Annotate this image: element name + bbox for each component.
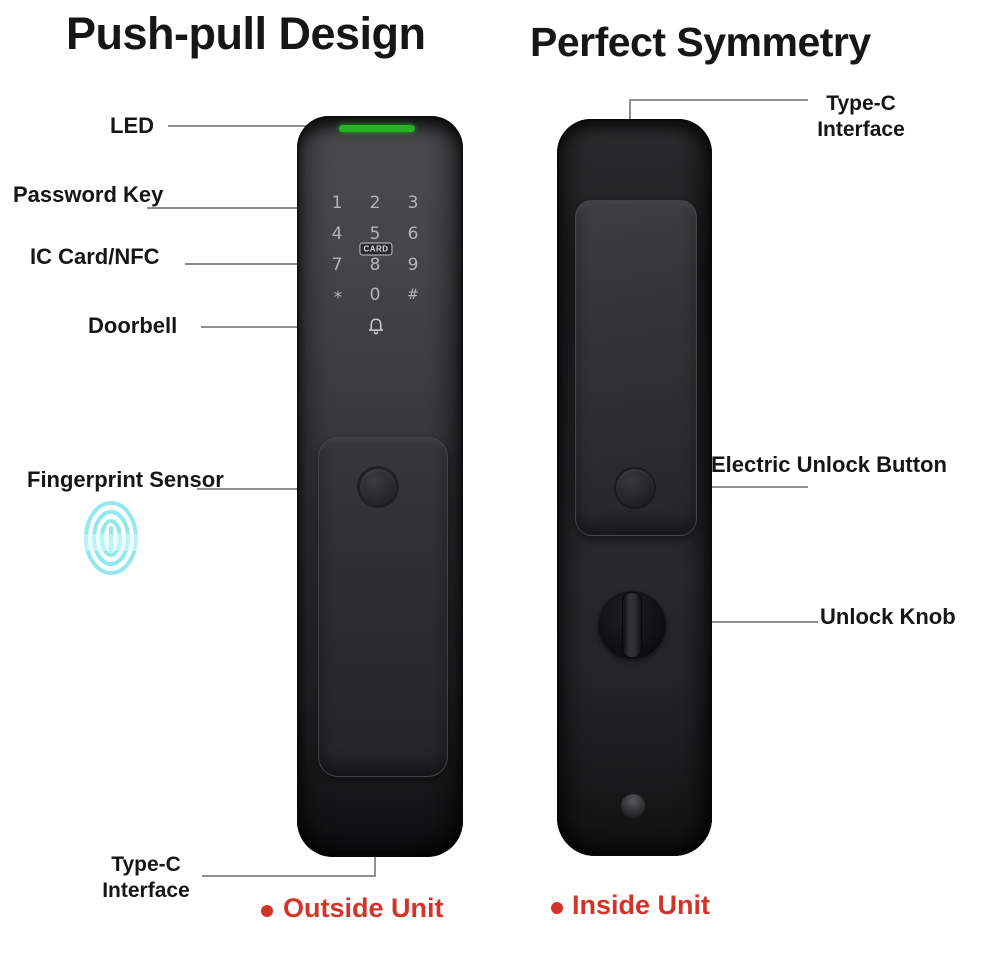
- fingerprint-highlight: [84, 534, 138, 551]
- keypad-key-5: 5: [369, 224, 381, 244]
- label-type-c-inside-line2: Interface: [817, 118, 905, 141]
- keypad-key-1: 1: [331, 193, 343, 213]
- label-type-c-outside-line1: Type-C: [111, 853, 181, 876]
- keypad-key-0: 0: [369, 285, 381, 305]
- callout-line-led: [168, 125, 310, 127]
- led-strip: [339, 125, 415, 132]
- keypad-key-7: 7: [331, 255, 343, 275]
- unlock-knob-thumbturn: [622, 592, 642, 658]
- callout-line-password-key: [147, 207, 357, 209]
- outside-unit-label: Outside Unit: [283, 893, 444, 923]
- inside-unit-label: Inside Unit: [572, 890, 711, 920]
- page-title-right: Perfect Symmetry: [530, 19, 871, 65]
- keypad-key-9: 9: [407, 255, 419, 275]
- card-badge: CARD: [359, 242, 393, 256]
- keypad-key-3: 3: [407, 193, 419, 213]
- callout-line-type-c-outside-h: [202, 875, 376, 877]
- label-led: LED: [110, 113, 154, 138]
- fingerprint-sensor-button: [360, 469, 396, 505]
- doorbell-icon: [368, 318, 384, 335]
- label-type-c-outside-line2: Interface: [102, 879, 190, 902]
- keypad-key-2: 2: [369, 193, 381, 213]
- unlock-knob: [598, 591, 666, 659]
- keypad-key-star: *: [333, 288, 343, 308]
- label-doorbell: Doorbell: [88, 313, 178, 338]
- callout-line-doorbell: [201, 326, 366, 328]
- keypad-key-hash: #: [407, 287, 419, 303]
- callout-line-type-c-inside-h: [630, 99, 808, 101]
- label-type-c-inside-line1: Type-C: [826, 92, 896, 115]
- keypad-key-4: 4: [331, 224, 343, 244]
- label-ic-card-nfc: IC Card/NFC: [30, 244, 160, 269]
- keypad-key-6: 6: [407, 224, 419, 244]
- callout-line-fingerprint: [197, 488, 363, 490]
- page-title-left: Push-pull Design: [66, 8, 426, 59]
- label-electric-unlock-button: Electric Unlock Button: [711, 452, 947, 477]
- callout-line-type-c-inside-v: [629, 99, 631, 123]
- label-unlock-knob: Unlock Knob: [820, 604, 956, 629]
- electric-unlock-button: [616, 469, 654, 507]
- callout-line-type-c-outside-v: [374, 856, 376, 877]
- label-fingerprint-sensor: Fingerprint Sensor: [27, 467, 224, 492]
- inside-unit-device: [557, 119, 712, 856]
- callout-line-electric-unlock: [644, 486, 808, 488]
- label-type-c-inside: Type-C Interface: [806, 91, 916, 143]
- label-password-key: Password Key: [13, 182, 164, 207]
- outside-unit-bullet: [261, 905, 273, 917]
- keypad-key-8: 8: [369, 255, 381, 275]
- callout-line-unlock-knob: [648, 621, 818, 623]
- outside-unit-device: 1 2 3 4 5 6 7 8 9 * 0 # CARD: [297, 116, 463, 857]
- inside-bottom-button: [621, 794, 645, 818]
- label-type-c-outside: Type-C Interface: [98, 852, 194, 904]
- callout-line-ic-card: [185, 263, 359, 265]
- fingerprint-icon: [84, 501, 138, 575]
- inside-unit-bullet: [551, 902, 563, 914]
